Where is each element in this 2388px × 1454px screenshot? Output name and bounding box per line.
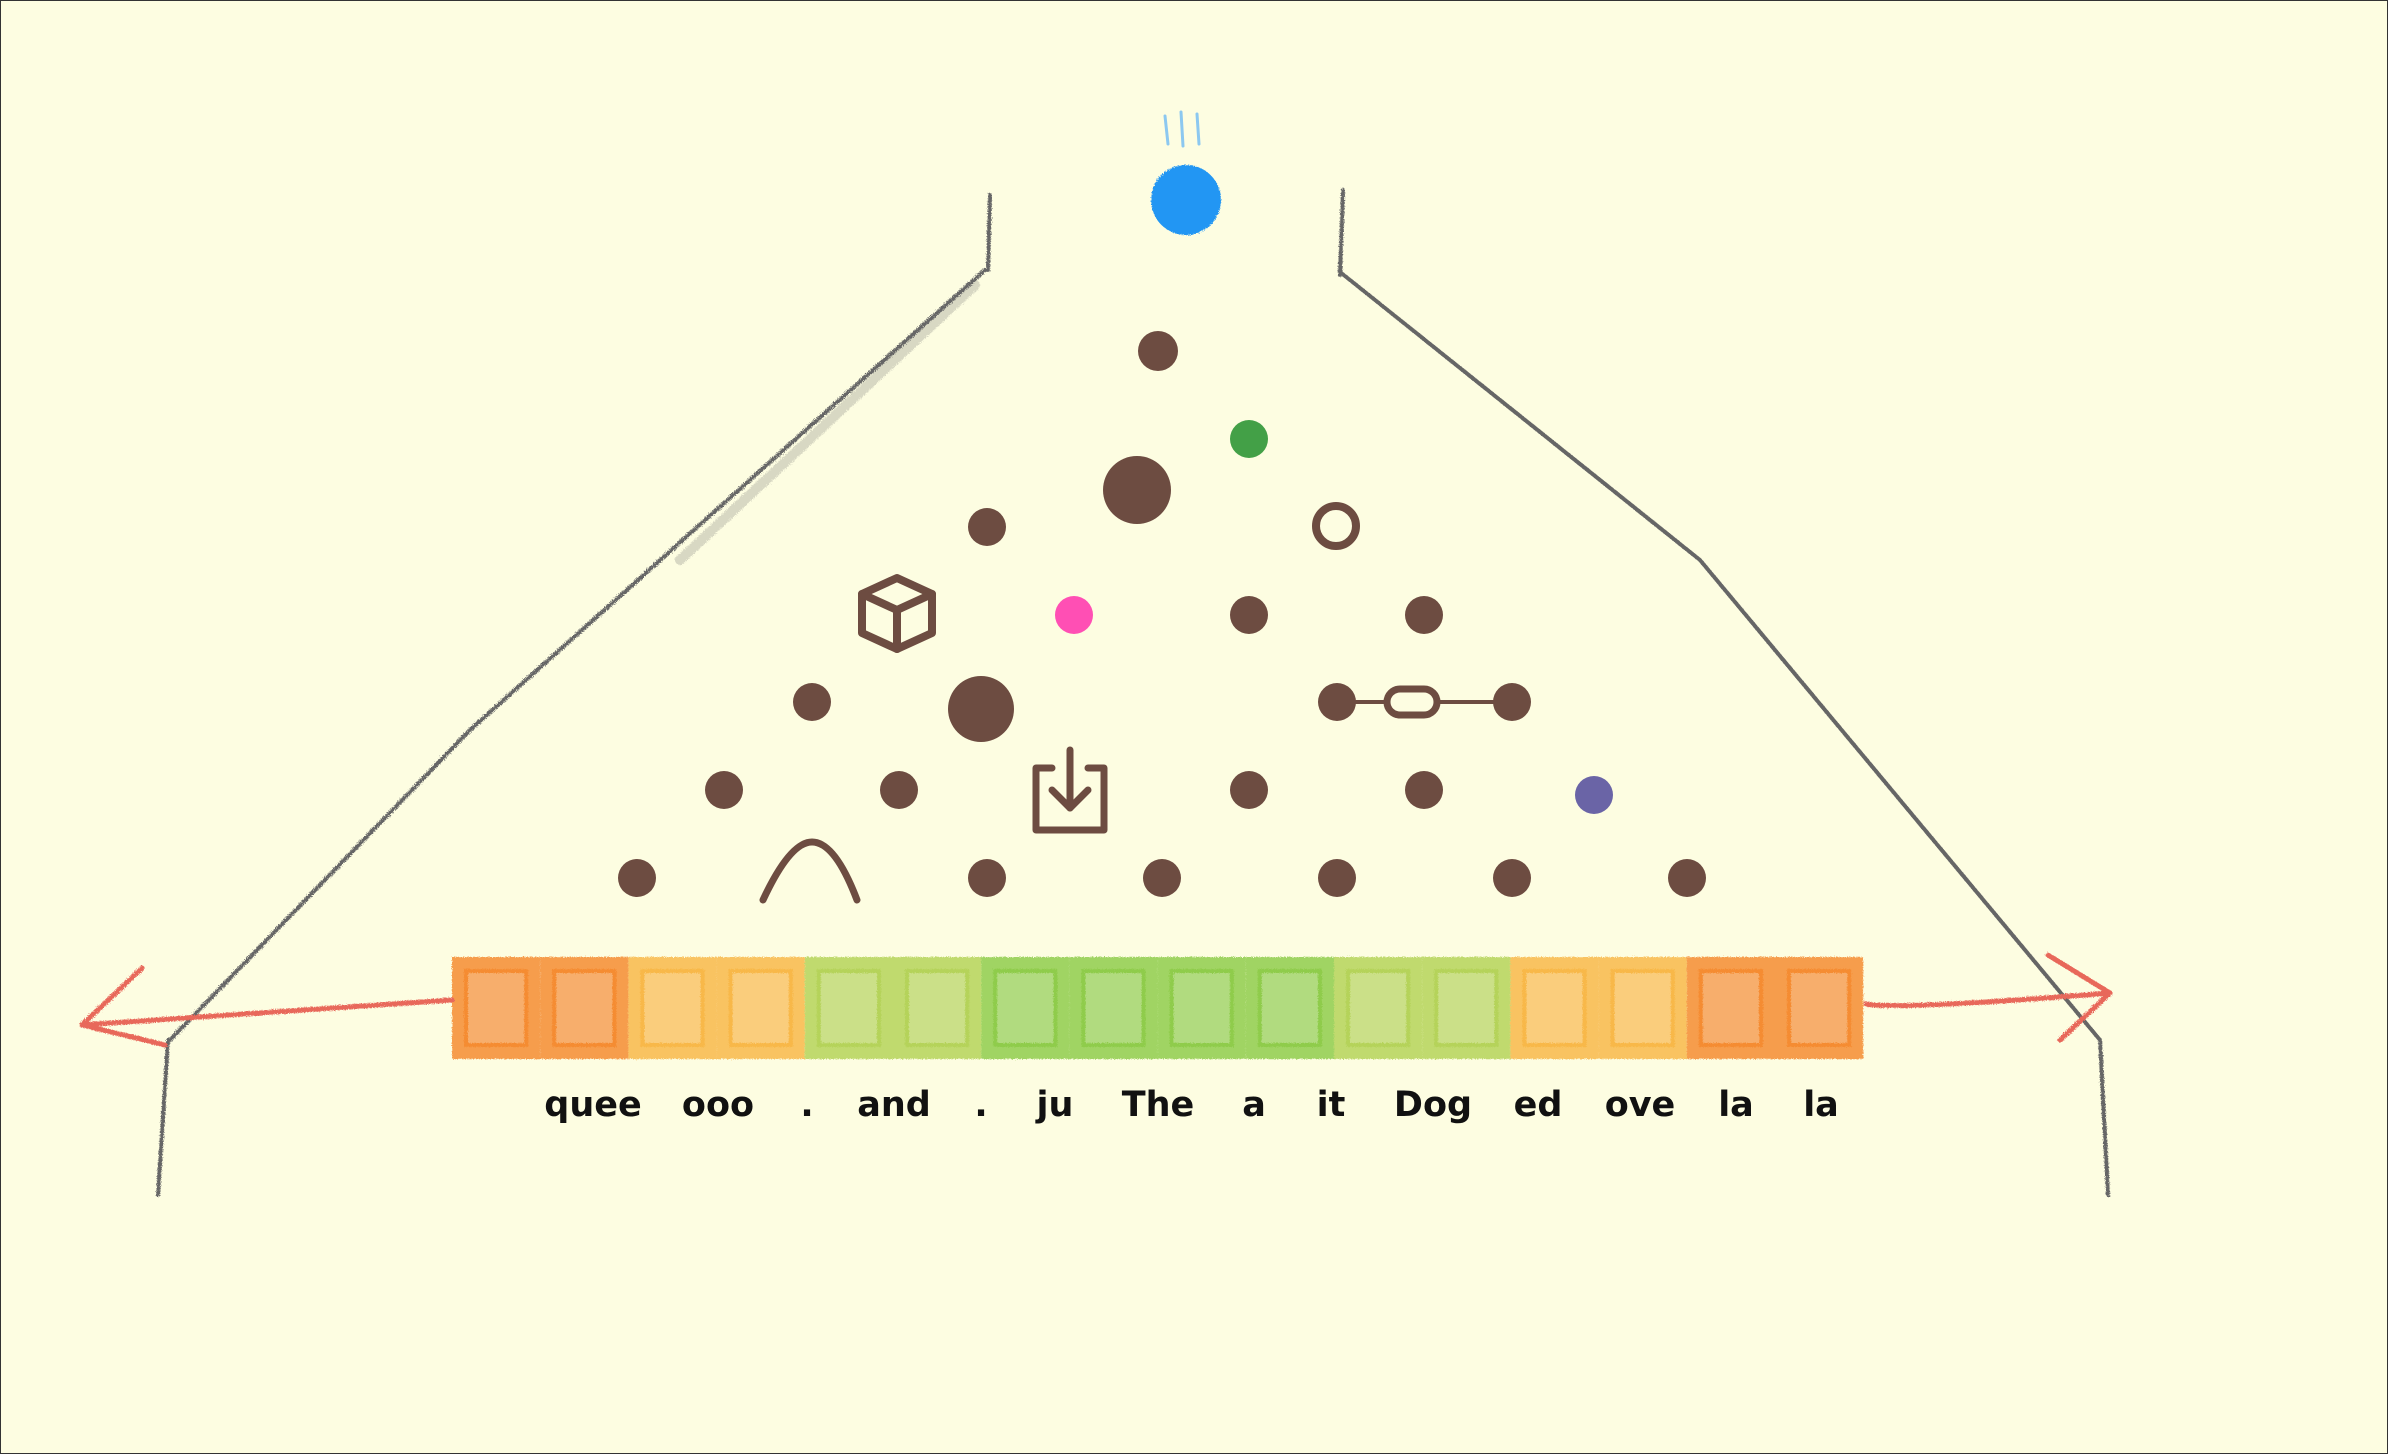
peg xyxy=(968,859,1006,897)
peg xyxy=(1138,331,1178,371)
peg xyxy=(705,771,743,809)
chain-link-icon xyxy=(1318,683,1531,721)
right-wall xyxy=(1338,188,2110,1197)
bin-inner xyxy=(640,969,705,1047)
peg xyxy=(968,508,1006,546)
pegs xyxy=(618,331,1706,897)
bin-inner xyxy=(1698,969,1764,1047)
big-peg xyxy=(1103,456,1171,524)
peg xyxy=(1230,596,1268,634)
peg xyxy=(793,683,831,721)
bin-inner xyxy=(464,969,529,1047)
bin-inner xyxy=(1434,969,1499,1047)
bin-inner xyxy=(1610,969,1675,1047)
left-arrow-icon xyxy=(79,965,455,1048)
bin-inner xyxy=(1346,969,1411,1047)
bins-row xyxy=(452,957,1864,1059)
caret-up-icon xyxy=(759,838,861,904)
big-peg xyxy=(948,676,1014,742)
peg xyxy=(1405,596,1443,634)
bin-inner xyxy=(728,969,793,1047)
peg xyxy=(1230,771,1268,809)
peg xyxy=(880,771,918,809)
left-wall xyxy=(156,193,992,1197)
bin-inner xyxy=(816,969,881,1047)
peg xyxy=(1493,859,1531,897)
peg xyxy=(618,859,656,897)
bin-inner xyxy=(1081,969,1146,1047)
green-peg xyxy=(1230,420,1268,458)
peg xyxy=(1318,859,1356,897)
ball xyxy=(1151,165,1221,235)
download-box-icon xyxy=(1032,746,1108,834)
ring-icon xyxy=(1312,502,1360,550)
bin-inner xyxy=(993,969,1058,1047)
purple-peg xyxy=(1575,776,1613,814)
peg xyxy=(1668,859,1706,897)
peg xyxy=(1405,771,1443,809)
bin-inner xyxy=(1169,969,1234,1047)
bin-inner xyxy=(1257,969,1323,1047)
pink-peg xyxy=(1055,596,1093,634)
peg xyxy=(1143,859,1181,897)
ball-drop-lines xyxy=(1163,110,1201,148)
cube-icon xyxy=(858,574,936,653)
bin-inner xyxy=(905,969,970,1047)
bin-inner xyxy=(1522,969,1587,1047)
bin-inner xyxy=(1787,969,1852,1047)
right-arrow-icon xyxy=(1863,952,2113,1043)
bin-inner xyxy=(552,969,617,1047)
